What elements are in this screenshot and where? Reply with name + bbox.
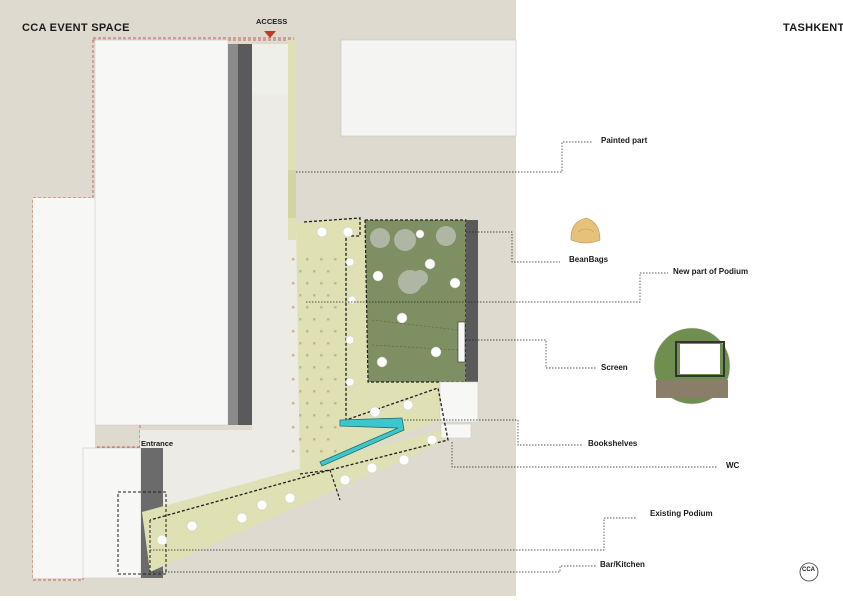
seat-dot <box>320 282 323 285</box>
seat-dot <box>292 426 295 429</box>
main-building <box>94 39 229 426</box>
seat-dot <box>306 282 309 285</box>
access-marker <box>264 31 276 38</box>
seat-dot <box>313 270 316 273</box>
legend-new-podium: New part of Podium <box>673 267 749 276</box>
seat-dot <box>292 354 295 357</box>
building-wall <box>228 44 238 425</box>
legend-bookshelves: Bookshelves <box>588 439 638 448</box>
seat-dot <box>299 414 302 417</box>
cca-logo <box>799 562 819 582</box>
seat-dot <box>292 402 295 405</box>
beanbags <box>372 229 461 368</box>
page-title: CCA EVENT SPACE <box>22 22 130 34</box>
seat-dot <box>306 258 309 261</box>
seat-dot <box>299 318 302 321</box>
legend-painted-part: Painted part <box>601 136 648 145</box>
beanbag-picture <box>570 217 601 244</box>
seat-dot <box>320 306 323 309</box>
seat-dot <box>334 354 337 357</box>
bookshelves <box>319 417 405 467</box>
roof-block <box>252 44 288 94</box>
seat-dot <box>327 366 330 369</box>
seat-dot <box>327 390 330 393</box>
seat-dot <box>313 366 316 369</box>
seat-dot <box>327 414 330 417</box>
seat-dot <box>299 294 302 297</box>
seat-dot <box>320 378 323 381</box>
seat-dot <box>313 438 316 441</box>
seat-dot <box>306 450 309 453</box>
painted-strip <box>288 40 296 240</box>
seat-dot <box>313 294 316 297</box>
podium-wall <box>466 220 478 420</box>
seat-dot <box>299 438 302 441</box>
legend-panel <box>516 0 843 596</box>
wc-block <box>439 381 479 423</box>
seat-dot <box>334 378 337 381</box>
legend-existing-podium: Existing Podium <box>650 509 713 518</box>
seat-dot <box>327 270 330 273</box>
logo-text: CCA <box>802 567 815 573</box>
courtyard <box>140 94 340 520</box>
legend-bar-kitchen: Bar/Kitchen <box>600 560 645 569</box>
seat-dot <box>313 414 316 417</box>
neighbour-building <box>340 39 517 137</box>
seat-dot <box>292 378 295 381</box>
seat-dot <box>320 450 323 453</box>
seat-dot <box>313 318 316 321</box>
new-podium <box>365 220 466 382</box>
round-tables <box>156 226 438 546</box>
seat-dot <box>334 306 337 309</box>
trees <box>370 226 456 294</box>
seat-dot <box>292 282 295 285</box>
seat-dot <box>306 330 309 333</box>
seat-dot <box>327 438 330 441</box>
seat-dot <box>292 258 295 261</box>
seat-dot <box>327 342 330 345</box>
screen-photo <box>653 327 731 405</box>
seat-dot <box>320 402 323 405</box>
seat-dot <box>334 450 337 453</box>
legend-wc: WC <box>726 461 740 470</box>
seat-dot <box>334 258 337 261</box>
leader-lines <box>150 141 718 573</box>
entrance-block <box>82 447 142 579</box>
seat-dot <box>334 330 337 333</box>
seat-dot <box>320 354 323 357</box>
seat-dot <box>320 426 323 429</box>
access-label: ACCESS <box>256 17 288 26</box>
seat-dot <box>306 306 309 309</box>
seating-dot-grid <box>292 258 337 453</box>
seat-dot <box>306 402 309 405</box>
seat-dot <box>334 282 337 285</box>
legend-beanbags: BeanBags <box>569 255 609 264</box>
seat-dot <box>313 342 316 345</box>
entrance-label: Entrance <box>141 439 174 448</box>
seat-dot <box>292 330 295 333</box>
seat-dot <box>320 258 323 261</box>
seat-dot <box>306 426 309 429</box>
city-label: TASHKENT <box>783 22 843 34</box>
seat-dot <box>334 426 337 429</box>
seat-dot <box>334 402 337 405</box>
seat-dot <box>320 330 323 333</box>
screen <box>457 321 466 363</box>
legend-screen: Screen <box>601 363 628 372</box>
seat-dot <box>299 342 302 345</box>
seat-dot <box>299 270 302 273</box>
seat-dot <box>292 306 295 309</box>
seat-dot <box>299 390 302 393</box>
seat-dot <box>306 378 309 381</box>
seat-dot <box>327 294 330 297</box>
seat-dot <box>299 366 302 369</box>
seat-dot <box>327 318 330 321</box>
seat-dot <box>313 390 316 393</box>
seat-dot <box>292 450 295 453</box>
seat-dot <box>306 354 309 357</box>
